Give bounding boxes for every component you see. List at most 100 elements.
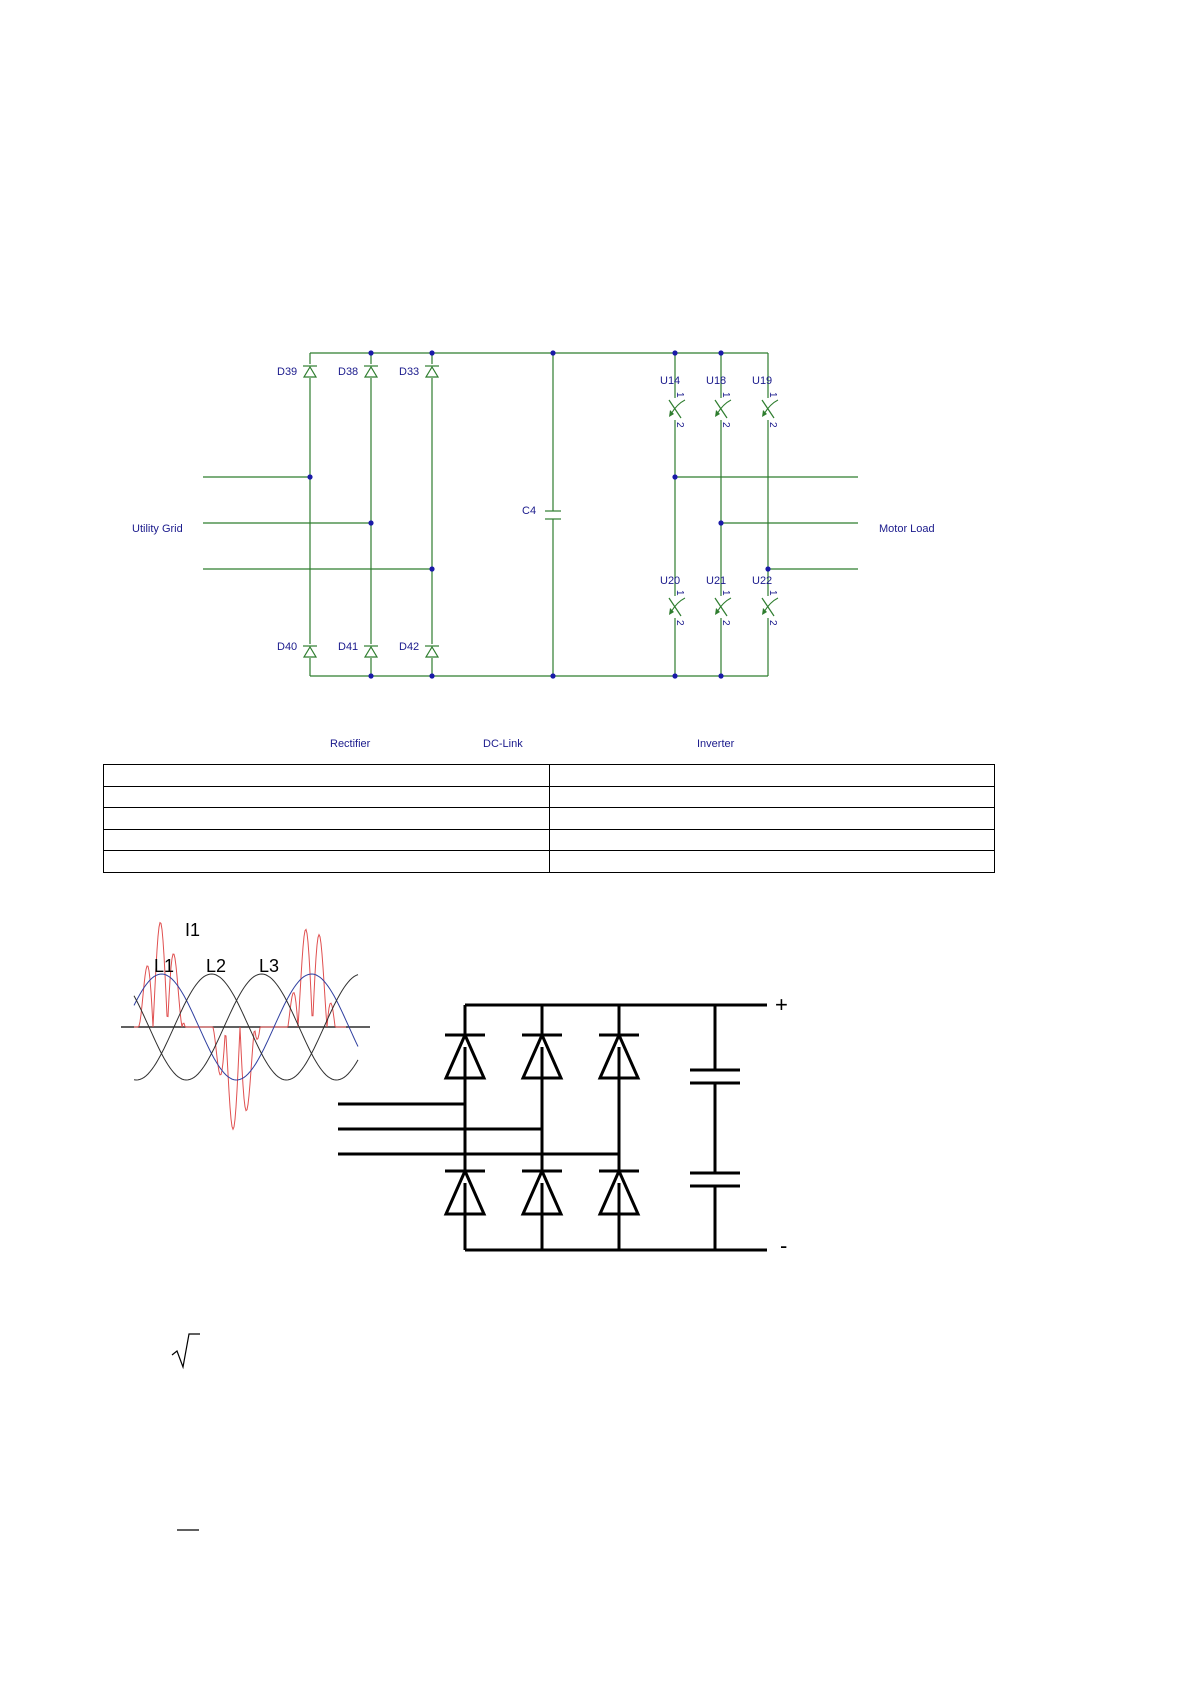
switch-label-u21: U21 [706,575,726,587]
table-cell [548,850,995,873]
diode-icon [443,1031,487,1080]
node-dot [718,520,724,526]
switch-pin-label: 2 [767,620,778,626]
node-dot [429,350,435,356]
diode-icon [597,1031,641,1080]
diode-icon [424,644,440,658]
phase-label-l3: L3 [259,956,279,976]
switch-icon: 12 [663,382,687,434]
phase-label-l1: L1 [154,956,174,976]
motor-load-label: Motor Load [879,523,935,535]
section-label-rectifier: Rectifier [330,738,371,750]
switch-icon: 12 [756,580,780,632]
switch-pin-label: 1 [674,590,685,596]
node-dot [307,474,313,480]
switch-label-u18: U18 [706,375,726,387]
section-label-inverter: Inverter [697,738,735,750]
diode-label-d33: D33 [399,366,419,378]
switch-label-u14: U14 [660,375,680,387]
switch-pin-label: 1 [767,590,778,596]
switch-icon: 12 [709,382,733,434]
switch-pin-label: 1 [674,392,685,398]
switch-pin-label: 2 [674,620,685,626]
phase-l2-waveform [133,973,359,1081]
table-row [103,764,995,787]
table-cell [103,828,550,852]
bridge-diode-symbols [443,1031,641,1216]
table-cell [548,807,995,830]
node-dot [550,350,556,356]
switch-icon: 12 [663,580,687,632]
diode-label-d41: D41 [338,641,358,653]
switch-pin-label: 2 [767,422,778,428]
switch-pin-label: 2 [720,620,731,626]
table-row [103,807,995,830]
table-cell [548,785,995,809]
switch-label-u19: U19 [752,375,772,387]
diode-icon [424,364,440,378]
phase-l1-waveform [133,973,359,1081]
negative-sign: - [780,1233,787,1258]
diode-icon [302,644,318,658]
node-dot [672,474,678,480]
diode-icon [363,364,379,378]
positive-sign: + [775,992,788,1017]
switch-pin-label: 1 [767,392,778,398]
switch-pin-label: 1 [720,590,731,596]
table-cell [548,828,995,852]
diode-bridge: + - [338,992,788,1258]
square-root-symbol [171,1333,200,1370]
diode-icon [363,644,379,658]
switch-pin-label: 1 [720,392,731,398]
table-row [103,850,995,873]
table-cell [103,764,550,787]
node-dot [765,566,771,572]
current-label: I1 [185,920,200,940]
diode-icon [302,364,318,378]
switch-icon: 12 [756,382,780,434]
table-cell [103,785,550,809]
switch-pin-label: 2 [674,422,685,428]
table-row [103,785,995,809]
empty-table [103,764,995,873]
node-dot [550,673,556,679]
node-dot [368,673,374,679]
diode-icon [597,1167,641,1216]
diode-symbols [302,364,440,658]
table-cell [548,764,995,787]
switch-pin-label: 2 [720,422,731,428]
diode-label-d40: D40 [277,641,297,653]
table-cell [103,807,550,830]
node-dot [429,566,435,572]
node-dot [718,673,724,679]
node-dot [429,673,435,679]
node-dot [718,350,724,356]
phase-l3-waveform [133,973,359,1081]
diode-icon [443,1167,487,1216]
switch-icon: 12 [709,580,733,632]
table-cell [103,850,550,873]
node-dot [672,673,678,679]
node-dot [672,350,678,356]
phase-label-l2: L2 [206,956,226,976]
node-dot [368,520,374,526]
diode-label-d42: D42 [399,641,419,653]
node-dot [368,350,374,356]
formula-fragments [171,1333,200,1531]
switch-label-u20: U20 [660,575,680,587]
current-waveform [134,921,346,1131]
diode-icon [520,1167,564,1216]
table-row [103,828,995,852]
utility-grid-label: Utility Grid [132,523,183,535]
section-label-dc-link: DC-Link [483,738,523,750]
diode-label-d38: D38 [338,366,358,378]
diode-label-d39: D39 [277,366,297,378]
diode-icon [520,1031,564,1080]
waveform-plot: I1 L1 L2 L3 [121,920,370,1131]
capacitor-label: C4 [522,505,536,517]
node-dots [307,350,771,679]
switch-label-u22: U22 [752,575,772,587]
